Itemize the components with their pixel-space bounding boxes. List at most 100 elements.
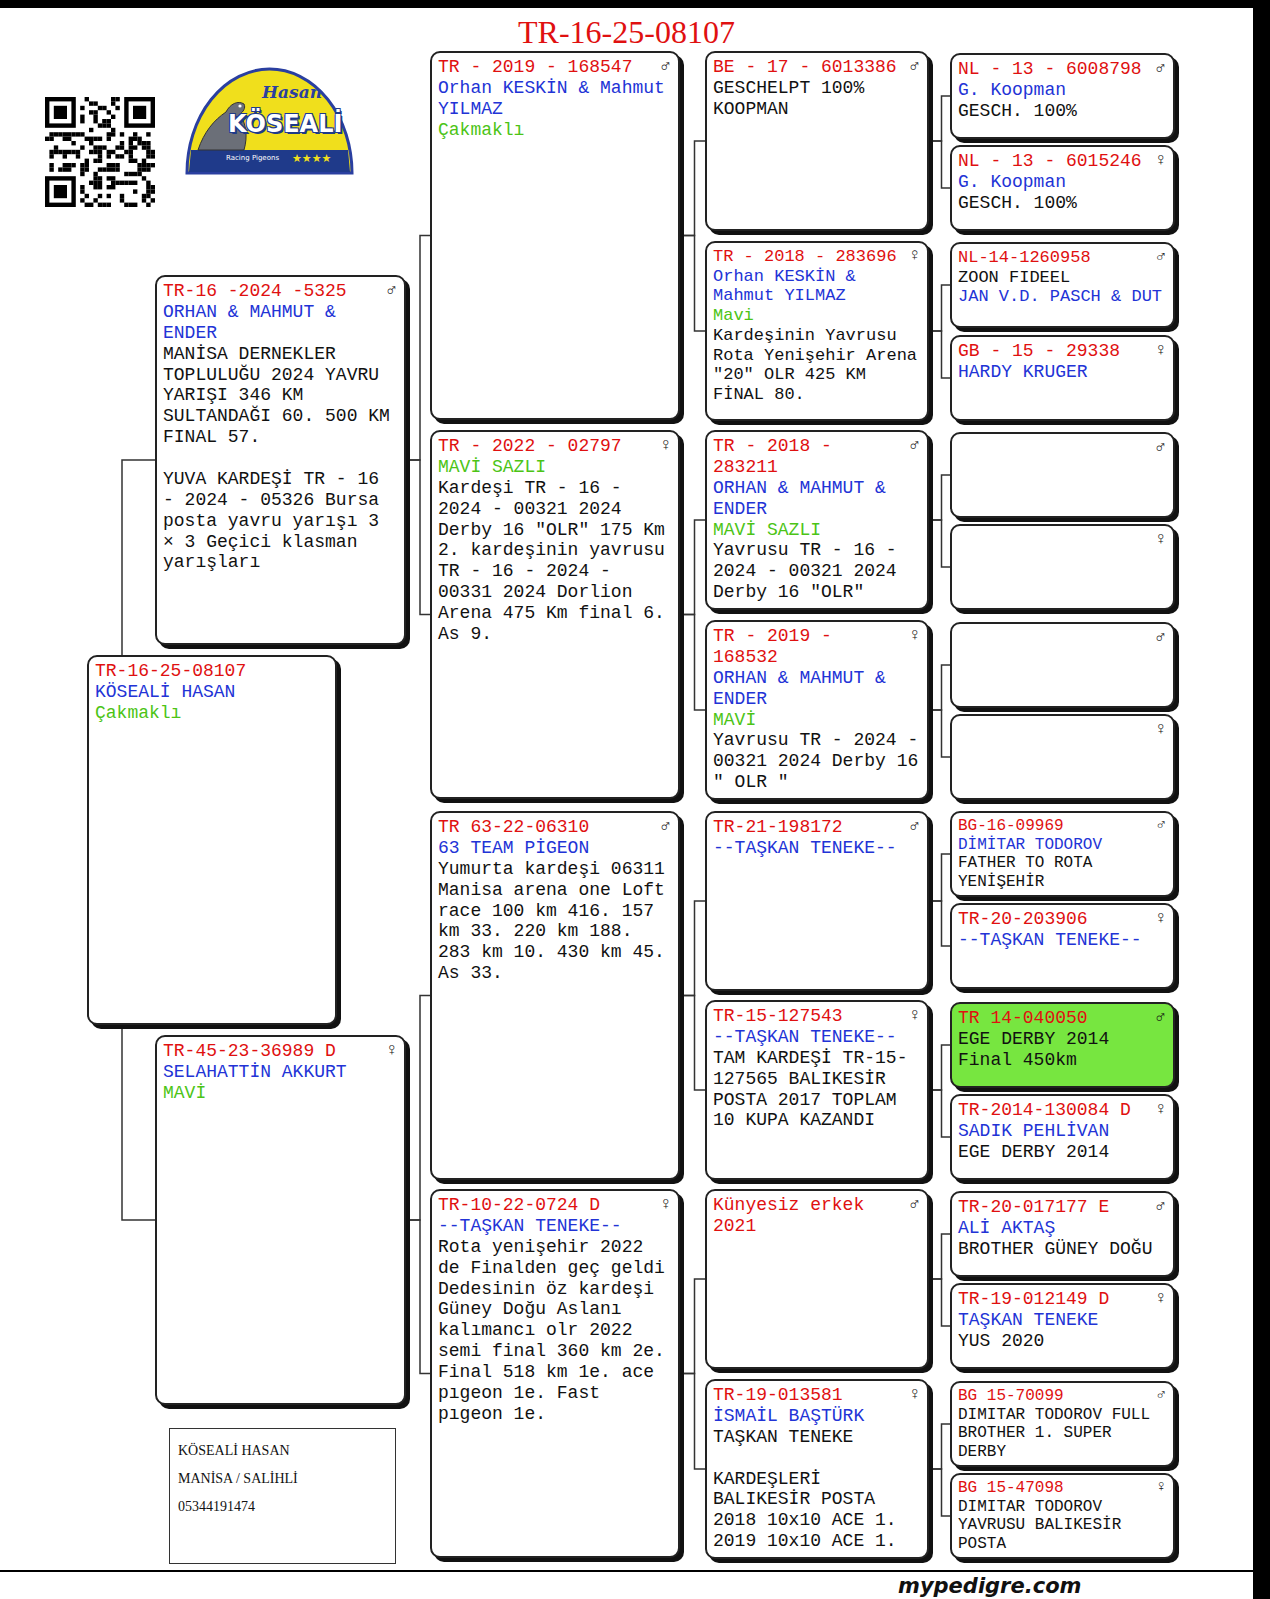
note-text: TAŞKAN TENEKE [713,1427,921,1448]
pedigree-connector [933,901,950,946]
pedigree-connector [933,141,950,188]
note-text: DIMITAR TODOROV FULL BROTHER 1. SUPER DE… [958,1406,1167,1462]
pedigree-connector [410,236,430,461]
qr-module [80,106,84,110]
sex-symbol: ♂ [1155,627,1166,648]
qr-module [98,185,102,189]
note-text: EGE DERBY 2014 Final 450km [958,1029,1167,1071]
sex-symbol: ♂ [1156,816,1166,835]
ring-number: TR-45-23-36989 D [163,1041,398,1062]
pigeon-box: TR-10-22-0724 D♀--TAŞKAN TENEKE--Rota ye… [430,1189,680,1558]
qr-module [146,132,150,136]
logo-text: Racing Pigeons [226,154,279,162]
colour-note: Çakmaklı [438,120,672,141]
pigeon-box: TR - 2022 - 02797♀MAVİ SAZLIKardeşi TR -… [430,430,680,799]
pigeon-box: TR-20-203906♀--TAŞKAN TENEKE-- [950,903,1175,989]
pedigree-connector [933,331,950,378]
qr-module [146,181,150,185]
note-text: Rota yenişehir 2022 de Finalden geç geld… [438,1237,672,1425]
pigeon-box: BE - 17 - 6013386♂GESCHELPT 100% KOOPMAN [705,51,929,231]
ring-number: TR - 2022 - 02797 [438,436,672,457]
qr-module [49,163,53,167]
ring-number: GB - 15 - 29338 [958,341,1167,362]
pedigree-connector [684,520,705,615]
qr-module [133,181,137,185]
qr-module [142,198,146,202]
qr-module [76,154,80,158]
qr-module [120,154,124,158]
note-text: Kardeşi TR - 16 - 2024 - 00321 2024 Derb… [438,478,672,645]
pigeon-box: NL-14-1260958♂ZOON FIDEELJAN V.D. PASCH … [950,242,1175,328]
sex-symbol: ♀ [660,435,671,456]
qr-module [63,154,67,158]
pigeon-box: TR - 2019 - 168547♂Orhan KESKİN & Mahmut… [430,51,680,420]
qr-module [146,185,150,189]
qr-module [54,145,58,149]
sex-symbol: ♂ [1156,1386,1166,1405]
note-text: MANİSA / SALİHLİ [178,1465,387,1493]
qr-module [49,137,53,141]
ring-number: TR-15-127543 [713,1006,921,1027]
note-text: TAM KARDEŞİ TR-15-127565 BALIKESİR POSTA… [713,1048,921,1132]
sex-symbol: ♀ [1155,340,1166,361]
pigeon-box: ♂ [950,432,1175,518]
ring-number: Künyesiz erkek 2021 [713,1195,921,1237]
qr-module [89,137,93,141]
qr-module [93,185,97,189]
qr-module [89,141,93,145]
sex-symbol: ♀ [910,246,920,266]
qr-module [111,101,115,105]
qr-module [67,137,71,141]
qr-module [129,181,133,185]
qr-module [120,141,124,145]
ring-number: TR-19-012149 D [958,1289,1167,1310]
logo-text: Hasan [262,82,322,102]
qr-module [137,172,141,176]
qr-module [120,194,124,198]
qr-module [85,159,89,163]
pedigree-connector [933,1090,950,1137]
ring-number: TR-20-017177 E [958,1197,1167,1218]
colour-note: MAVİ SAZLI [438,457,672,478]
qr-module [151,185,155,189]
qr-module [85,137,89,141]
sex-symbol: ♂ [1155,1007,1166,1028]
qr-module [63,163,67,167]
sex-symbol: ♂ [909,1194,920,1215]
breeder-name: --TAŞKAN TENEKE-- [958,930,1167,951]
qr-module [129,145,133,149]
qr-module [111,163,115,167]
qr-module [63,137,67,141]
sex-symbol: ♂ [1155,58,1166,79]
qr-module [93,198,97,202]
ring-number: TR 63-22-06310 [438,817,672,838]
note-text: Kardeşinin Yavrusu Rota Yenişehir Arena … [713,326,921,405]
qr-module [98,137,102,141]
pedigree-connector [933,520,950,567]
qr-module [146,163,150,167]
qr-module [133,159,137,163]
qr-module [142,163,146,167]
pedigree-connector [933,1469,950,1516]
qr-module [111,132,115,136]
pigeon-box: ♀ [950,714,1175,800]
pigeon-box: NL - 13 - 6008798♂G. KoopmanGESCH. 100% [950,53,1175,139]
breeder-name: --TAŞKAN TENEKE-- [713,838,921,859]
qr-module [93,115,97,119]
ring-number: TR - 2018 - 283211 [713,436,921,478]
qr-module [93,172,97,176]
top-bar [0,0,1270,8]
note-text: YUS 2020 [958,1331,1167,1352]
qr-module [151,198,155,202]
sex-symbol: ♀ [660,1194,671,1215]
qr-module [111,150,115,154]
qr-module [133,203,137,207]
breeder-name: Orhan KESKİN & Mahmut YILMAZ [713,267,921,306]
qr-module [89,203,93,207]
ring-number: TR - 2019 - 168547 [438,57,672,78]
ring-number: TR-19-013581 [713,1385,921,1406]
colour-note: MAVİ [713,710,921,731]
qr-module [107,203,111,207]
qr-module [89,150,93,154]
qr-module [129,172,133,176]
